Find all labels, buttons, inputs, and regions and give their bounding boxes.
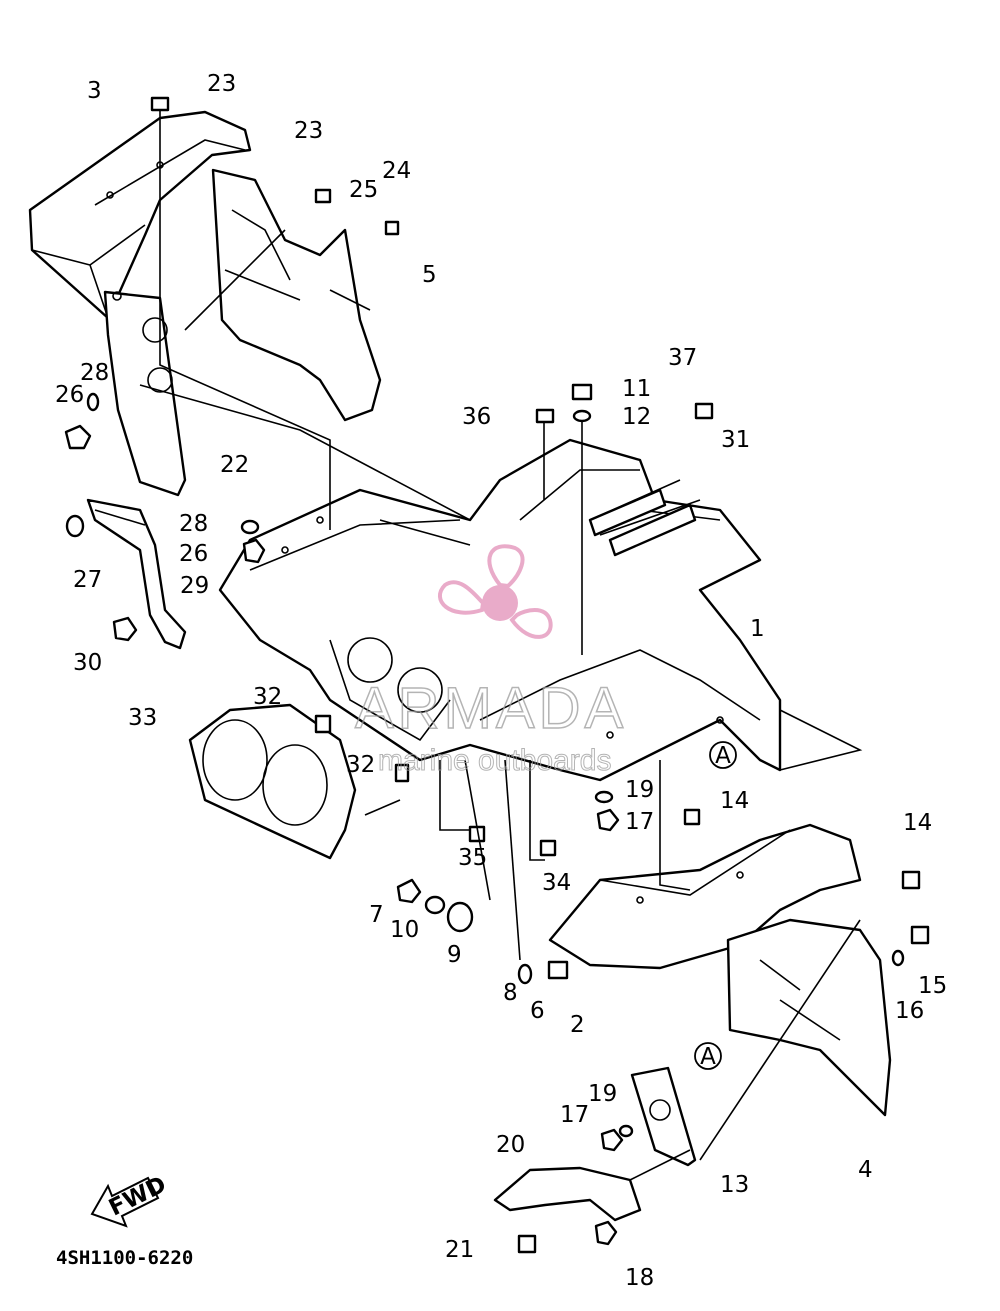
part-33-meter-cover [188,703,357,860]
reference-marker-a-lower: A [694,1042,722,1070]
callout-14b: 14 [903,810,932,836]
callout-36: 36 [462,404,491,430]
part-5-side-panel [211,168,382,422]
callout-8: 8 [503,980,518,1006]
callout-12: 12 [622,404,651,430]
part-2-front-fender [548,823,862,970]
callout-23b: 23 [294,118,323,144]
callout-20: 20 [496,1132,525,1158]
reference-marker-a-upper: A [709,741,737,769]
callout-7: 7 [369,902,384,928]
callout-34: 34 [542,870,571,896]
callout-26b: 26 [179,541,208,567]
callout-32a: 32 [253,684,282,710]
callout-28a: 28 [80,360,109,386]
callout-19b: 19 [588,1081,617,1107]
callout-16: 16 [895,998,924,1024]
watermark-logo [438,544,553,639]
callout-14a: 14 [720,788,749,814]
callout-11: 11 [622,376,651,402]
callout-28b: 28 [179,511,208,537]
callout-10: 10 [390,917,419,943]
callout-17b: 17 [560,1102,589,1128]
callout-labels: 1 2 3 4 5 6 7 8 9 10 11 12 13 14 14 15 1… [55,71,947,1291]
svg-text:FWD: FWD [105,1172,170,1222]
callout-37: 37 [668,345,697,371]
forward-arrow-icon: FWD [90,1172,170,1228]
watermark-brand: ARMADA [355,676,627,741]
part-13-plate [630,1066,697,1167]
callout-2: 2 [570,1012,585,1038]
callout-35: 35 [458,845,487,871]
part-29-bracket [86,498,187,650]
callout-29: 29 [180,573,209,599]
assembly-lines [139,110,863,1181]
callout-17a: 17 [625,809,654,835]
callout-21: 21 [445,1237,474,1263]
callout-1: 1 [750,616,765,642]
callout-6: 6 [530,998,545,1024]
part-20-bracket [493,1166,642,1222]
callout-32b: 32 [346,752,375,778]
callout-13: 13 [720,1172,749,1198]
callout-33: 33 [128,705,157,731]
callout-30: 30 [73,650,102,676]
callout-3: 3 [87,78,102,104]
callout-5: 5 [422,262,437,288]
callout-26a: 26 [55,382,84,408]
callout-22: 22 [220,452,249,478]
callout-24: 24 [382,158,411,184]
drawing-code: 4SH1100-6220 [56,1247,193,1269]
callout-23a: 23 [207,71,236,97]
callout-31: 31 [721,427,750,453]
callout-27: 27 [73,567,102,593]
part-31-protector-strips [588,488,697,557]
svg-text:A: A [715,743,731,769]
callout-9: 9 [447,942,462,968]
part-3-front-cover [28,110,252,320]
part-4-side-cover [726,918,892,1117]
callout-4: 4 [858,1157,873,1183]
fastener-parts [64,96,930,1254]
svg-text:A: A [700,1044,716,1070]
callout-18: 18 [625,1265,654,1291]
callout-15: 15 [918,973,947,999]
callout-19a: 19 [625,777,654,803]
callout-25: 25 [349,177,378,203]
part-22-stay-plate [103,290,187,497]
watermark-tagline: marine outboards [378,744,611,777]
